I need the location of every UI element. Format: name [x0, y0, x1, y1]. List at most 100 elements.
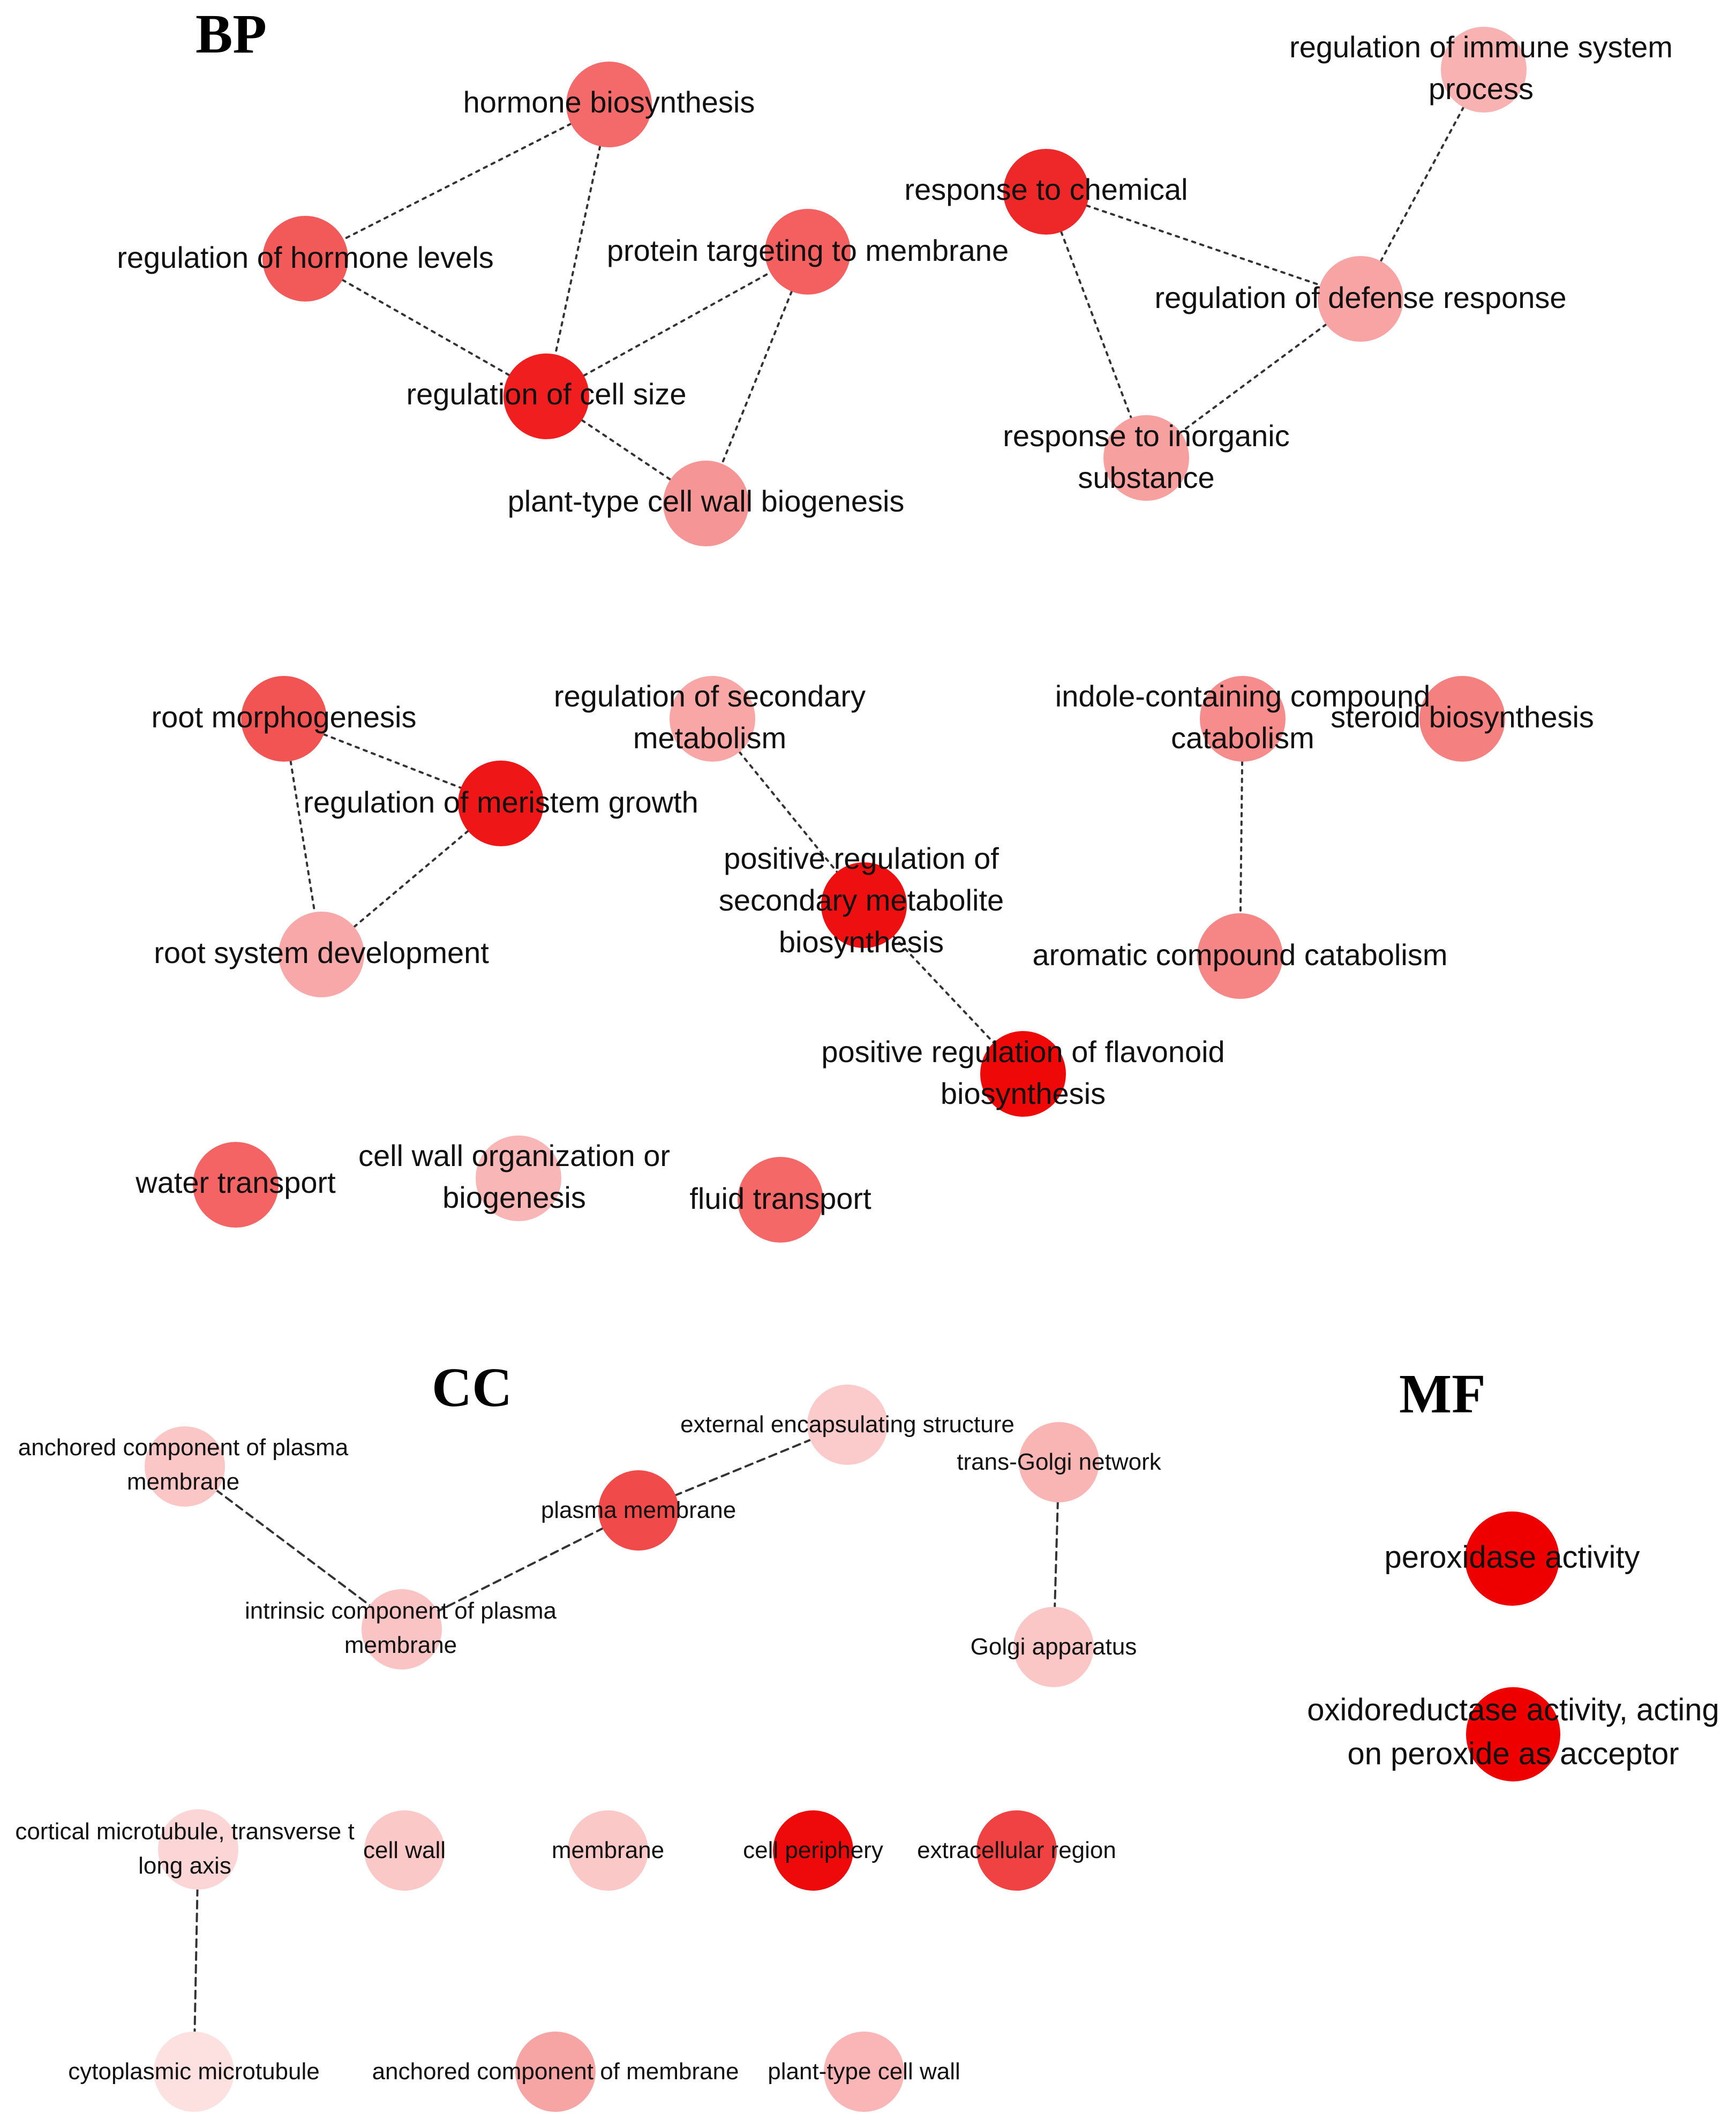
node-label-line: positive regulation of flavonoid — [821, 1035, 1224, 1069]
node-golgi_apparatus — [1013, 1607, 1094, 1687]
node-label-hormone_biosynthesis: hormone biosynthesis — [463, 85, 755, 119]
section-title-cc: CC — [432, 1357, 512, 1418]
node-label-line: hormone biosynthesis — [463, 85, 755, 119]
node-label-line: peroxidase activity — [1384, 1540, 1640, 1575]
node-label-line: regulation of defense response — [1155, 281, 1567, 314]
node-label-line: cortical microtubule, transverse t — [15, 1818, 354, 1845]
node-label-line: water transport — [135, 1165, 336, 1199]
node-label-line: membrane — [552, 1837, 664, 1863]
node-regulation_secondary_metabolism — [670, 676, 755, 762]
edge-regulation_cell_size--protein_targeting_membrane — [545, 251, 809, 397]
node-label-line: regulation of immune system — [1289, 30, 1673, 64]
node-label-line: process — [1429, 72, 1534, 106]
node-regulation_defense_response — [1318, 256, 1403, 342]
node-root_system_development — [279, 912, 364, 997]
node-plant_type_cell_wall — [824, 2032, 904, 2112]
node-label-line: membrane — [344, 1632, 457, 1658]
node-label-aromatic_compound_catabolism: aromatic compound catabolism — [1032, 938, 1447, 972]
node-label-line: plant-type cell wall biogenesis — [508, 484, 905, 518]
node-label-extracellular_region: extracellular region — [917, 1837, 1116, 1863]
node-plasma_membrane — [598, 1470, 679, 1551]
label-layer: hormone biosynthesis regulation of hormon… — [15, 30, 1719, 2085]
node-label-root_morphogenesis: root morphogenesis — [152, 700, 417, 734]
node-positive_regulation_flavonoid — [980, 1031, 1066, 1117]
node-trans_golgi_network — [1019, 1422, 1099, 1502]
node-oxidoreductase_activity — [1466, 1687, 1560, 1781]
node-label-protein_targeting_membrane: protein targeting to membrane — [607, 234, 1009, 267]
node-response_inorganic_substance — [1103, 415, 1189, 501]
edge-hormone_biosynthesis--regulation_cell_size — [545, 103, 610, 397]
node-steroid_biosynthesis — [1419, 676, 1505, 762]
section-title-mf: MF — [1399, 1363, 1486, 1425]
node-cytoplasmic_microtubule — [154, 2032, 234, 2112]
node-root_morphogenesis — [241, 676, 327, 762]
node-label-line: cell wall — [363, 1837, 446, 1863]
node-peroxidase_activity — [1465, 1511, 1559, 1606]
node-label-line: response to inorganic — [1003, 419, 1289, 453]
node-regulation_meristem_growth — [458, 761, 544, 846]
node-external_encapsulating_structure — [807, 1385, 888, 1465]
node-anchored_component_membrane — [515, 2032, 596, 2112]
node-label-line: Golgi apparatus — [971, 1634, 1137, 1660]
node-label-regulation_hormone_levels: regulation of hormone levels — [117, 240, 494, 274]
node-label-line: regulation of secondary — [554, 679, 866, 713]
node-label-trans_golgi_network: trans-Golgi network — [957, 1449, 1161, 1475]
edge-intrinsic_component_plasma_membrane--plasma_membrane — [401, 1509, 640, 1630]
node-label-indole_containing_compound_catabolism: indole-containing compound catabolism — [1055, 679, 1431, 755]
node-cell_periphery — [773, 1810, 853, 1891]
node-response_to_chemical — [1003, 149, 1089, 235]
edge-regulation_defense_response--regulation_immune_system — [1359, 69, 1485, 300]
node-label-line: root morphogenesis — [152, 700, 417, 734]
node-label-line: aromatic compound catabolism — [1032, 938, 1447, 972]
node-label-line: biosynthesis — [941, 1077, 1106, 1110]
node-label-regulation_immune_system: regulation of immune system process — [1289, 30, 1673, 106]
node-label-fluid_transport: fluid transport — [689, 1182, 871, 1215]
node-label-line: positive regulation of — [724, 841, 999, 875]
node-label-root_system_development: root system development — [154, 936, 489, 969]
node-label-line: regulation of cell size — [407, 377, 687, 411]
node-regulation_immune_system — [1441, 27, 1527, 112]
node-regulation_hormone_levels — [262, 216, 348, 302]
node-label-regulation_defense_response: regulation of defense response — [1155, 281, 1567, 314]
node-label-steroid_biosynthesis: steroid biosynthesis — [1331, 700, 1594, 734]
node-label-plasma_membrane: plasma membrane — [541, 1497, 736, 1523]
edge-regulation_cell_size--plant_type_cell_wall_biogenesis — [545, 395, 707, 505]
edge-response_to_chemical--regulation_defense_response — [1045, 191, 1362, 300]
edge-anchored_component_plasma_membrane--intrinsic_component_plasma_membrane — [184, 1465, 403, 1630]
node-label-regulation_meristem_growth: regulation of meristem growth — [303, 785, 698, 819]
edge-regulation_hormone_levels--regulation_cell_size — [304, 258, 547, 397]
section-title-bp: BP — [196, 3, 267, 65]
node-anchored_component_plasma_membrane — [145, 1426, 225, 1507]
node-plant_type_cell_wall_biogenesis — [663, 461, 749, 546]
node-label-line: protein targeting to membrane — [607, 234, 1009, 267]
node-label-positive_regulation_flavonoid: positive regulation of flavonoid biosynth… — [821, 1035, 1224, 1110]
edge-hormone_biosynthesis--regulation_hormone_levels — [304, 103, 610, 260]
node-label-line: regulation of meristem growth — [303, 785, 698, 819]
node-indole_containing_compound_catabolism — [1200, 676, 1286, 762]
node-label-cytoplasmic_microtubule: cytoplasmic microtubule — [68, 2058, 320, 2085]
node-label-line: trans-Golgi network — [957, 1449, 1161, 1475]
node-label-line: biogenesis — [442, 1180, 586, 1214]
node-label-line: steroid biosynthesis — [1331, 700, 1594, 734]
node-label-external_encapsulating_structure: external encapsulating structure — [680, 1411, 1014, 1438]
node-label-line: regulation of hormone levels — [117, 240, 494, 274]
node-cortical_microtubule — [158, 1809, 238, 1890]
node-label-line: indole-containing compound — [1055, 679, 1431, 713]
node-fluid_transport — [738, 1157, 823, 1243]
node-label-line: catabolism — [1171, 721, 1314, 755]
node-label-cell_wall: cell wall — [363, 1837, 446, 1863]
node-label-regulation_cell_size: regulation of cell size — [407, 377, 687, 411]
node-label-line: oxidoreductase activity, acting — [1307, 1693, 1719, 1727]
node-label-line: extracellular region — [917, 1837, 1116, 1863]
node-label-line: anchored component of plasma — [18, 1434, 349, 1461]
node-extracellular_region — [976, 1810, 1057, 1891]
node-aromatic_compound_catabolism — [1197, 913, 1283, 999]
